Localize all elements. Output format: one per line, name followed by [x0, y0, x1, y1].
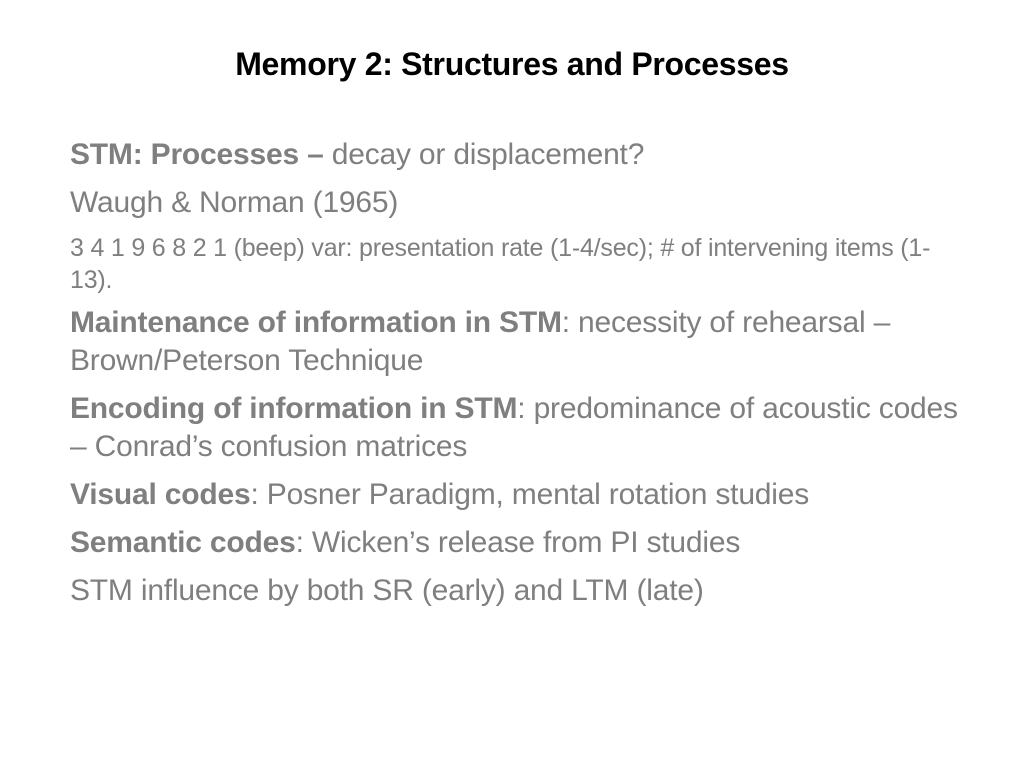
body-line-stm-influence: STM influence by both SR (early) and LTM…	[70, 572, 970, 610]
body-line-text: : necessity of rehearsal – Brown/Peterso…	[70, 306, 891, 377]
slide-title: Memory 2: Structures and Processes	[235, 46, 789, 82]
body-line-waugh-norman: Waugh & Norman (1965)	[70, 184, 970, 222]
body-line-bold: Maintenance of information in STM	[70, 306, 562, 339]
slide-body: STM: Processes – decay or displacement? …	[70, 136, 970, 620]
body-line-text: 3 4 1 9 6 8 2 1 (beep) var: presentation…	[70, 234, 931, 294]
body-line-text: : predominance of acoustic codes – Conra…	[70, 392, 958, 463]
body-line-text: : Wicken’s release from PI studies	[295, 526, 741, 559]
body-line-text: : Posner Paradigm, mental rotation studi…	[250, 478, 810, 511]
body-line-stm-processes: STM: Processes – decay or displacement?	[70, 136, 970, 174]
body-line-bold: Visual codes	[70, 478, 251, 511]
body-line-bold: STM: Processes –	[70, 138, 324, 171]
body-line-text: Waugh & Norman (1965)	[70, 186, 399, 219]
body-line-semantic-codes: Semantic codes: Wicken’s release from PI…	[70, 524, 970, 562]
body-line-visual-codes: Visual codes: Posner Paradigm, mental ro…	[70, 476, 970, 514]
body-line-encoding: Encoding of information in STM: predomin…	[70, 390, 970, 466]
body-line-bold: Semantic codes	[70, 526, 296, 559]
body-line-digit-sequence: 3 4 1 9 6 8 2 1 (beep) var: presentation…	[70, 232, 970, 296]
body-line-maintenance: Maintenance of information in STM: neces…	[70, 304, 970, 380]
body-line-bold: Encoding of information in STM	[70, 392, 518, 425]
body-line-text: decay or displacement?	[323, 138, 645, 171]
body-line-text: STM influence by both SR (early) and LTM…	[70, 574, 704, 607]
